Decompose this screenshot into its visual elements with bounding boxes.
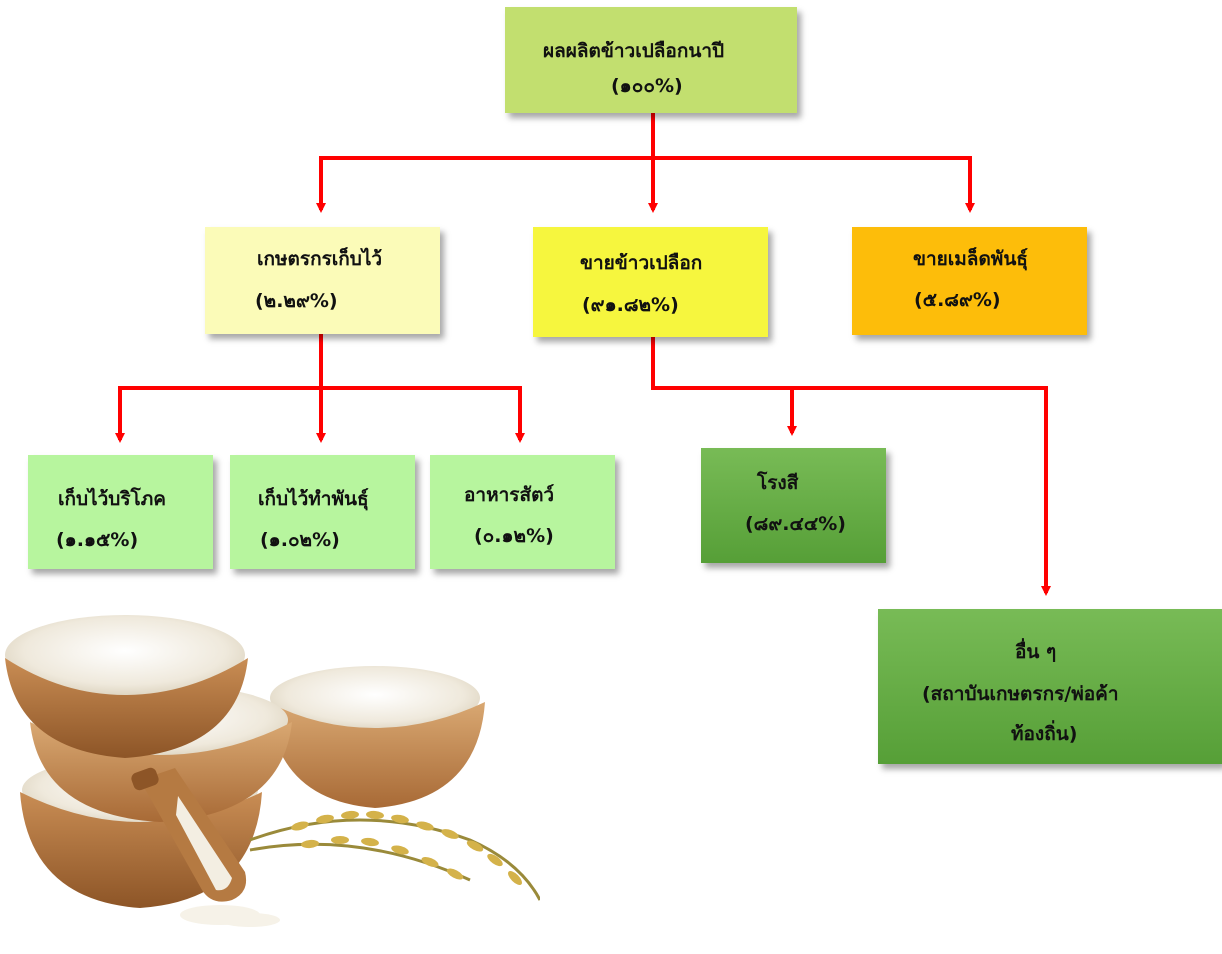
node-sell-seed-value: (๕.๘๙%) — [914, 289, 1001, 311]
node-keep-seed-label: เก็บไว้ทำพันธุ์ — [258, 488, 369, 510]
node-keep-consume-label: เก็บไว้บริโภค — [58, 488, 166, 510]
rice-stalks — [249, 810, 540, 901]
node-other-value-line2: ท้องถิ่น) — [1011, 723, 1078, 745]
node-root-label: ผลผลิตข้าวเปลือกนาปี — [543, 40, 725, 62]
node-sell-paddy: ขายข้าวเปลือก (๙๑.๘๒%) — [533, 227, 768, 337]
node-keep-seed: เก็บไว้ทำพันธุ์ (๑.๐๒%) — [230, 455, 415, 569]
rice-bowls-illustration — [5, 615, 540, 927]
node-sell-seed: ขายเมล็ดพันธุ์ (๕.๘๙%) — [852, 227, 1087, 335]
node-other-value: (สถาบันเกษตรกร/พ่อค้า — [922, 683, 1119, 705]
node-root: ผลผลิตข้าวเปลือกนาปี (๑๐๐%) — [505, 7, 797, 113]
node-other: อื่น ๆ (สถาบันเกษตรกร/พ่อค้า ท้องถิ่น) — [878, 609, 1222, 764]
node-rice-mill-label: โรงสี — [757, 472, 799, 494]
node-other-label: อื่น ๆ — [1015, 641, 1057, 663]
node-rice-mill-value: (๘๙.๔๔%) — [745, 513, 846, 535]
node-farmer-keep-value: (๒.๒๙%) — [255, 290, 338, 312]
node-sell-paddy-value: (๙๑.๘๒%) — [582, 294, 679, 316]
wooden-scoop — [131, 767, 247, 902]
node-sell-paddy-label: ขายข้าวเปลือก — [580, 252, 703, 274]
node-sell-seed-label: ขายเมล็ดพันธุ์ — [913, 248, 1028, 270]
node-rice-mill: โรงสี (๘๙.๔๔%) — [701, 448, 886, 563]
node-animal-feed: อาหารสัตว์ (๐.๑๒%) — [430, 455, 615, 569]
node-root-value: (๑๐๐%) — [611, 75, 683, 97]
node-farmer-keep: เกษตรกรเก็บไว้ (๒.๒๙%) — [205, 227, 440, 334]
node-keep-consume: เก็บไว้บริโภค (๑.๑๕%) — [28, 455, 213, 569]
node-farmer-keep-label: เกษตรกรเก็บไว้ — [257, 248, 383, 270]
node-keep-consume-value: (๑.๑๕%) — [56, 529, 139, 551]
node-keep-seed-value: (๑.๐๒%) — [260, 529, 340, 551]
back-bowl-right — [268, 666, 485, 808]
node-animal-feed-value: (๐.๑๒%) — [474, 525, 554, 547]
node-animal-feed-label: อาหารสัตว์ — [464, 484, 555, 506]
spilled-rice — [180, 905, 280, 927]
top-bowl — [5, 615, 248, 758]
